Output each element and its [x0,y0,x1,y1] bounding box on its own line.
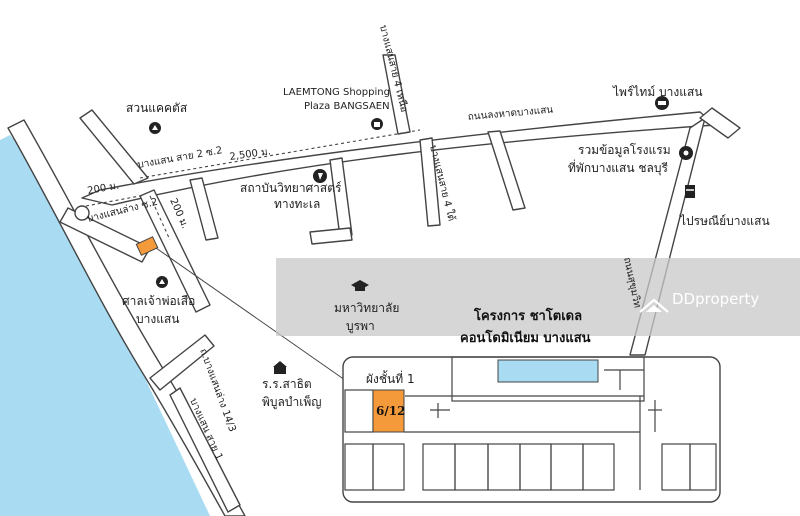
label-laemtong-2: Plaza BANGSAEN [304,101,390,112]
road-sai1 [169,387,241,513]
plan-room [372,443,405,491]
label-post-office: ไปรษณีย์บางแสน [679,214,770,228]
roundabout [74,205,90,221]
floor-plan-upper-block [451,356,645,402]
institute-icon [313,169,327,183]
road-200m-diagonal [139,189,211,313]
road-bangsaen-sai2-soi2 [79,109,149,185]
dash-2500 [139,129,421,179]
label-shrine-2: บางแสน [136,312,179,326]
road-side-1 [189,177,219,241]
label-laemtong-1: LAEMTONG Shopping [283,87,390,98]
plan-room [582,443,615,491]
watermark-logo-icon [639,298,669,313]
sea [0,135,210,516]
label-dist-200-a: 200 ม. [87,181,120,197]
road-sukhumvit-ne [699,107,741,139]
label-prime: ไพร์ไทม์ บางแสน [612,85,703,99]
car-icon [655,96,669,110]
floor-plan-title: ผังชั้นที่ 1 [366,370,415,386]
label-marine-2: ทางทะเล [274,197,320,211]
unit-number-label: 6/12 [376,404,405,418]
label-school-2: พิบูลบำเพ็ญ [262,394,321,410]
school-icon [273,361,287,374]
road-sai4-nuea [382,54,411,135]
label-shrine-1: ศาลเจ้าพ่อเสือ [122,294,195,308]
camera-icon [679,146,693,160]
label-project-1: โครงการ ชาโตเดล [473,307,582,324]
road-bangsaen-lang-14-3 [149,334,215,391]
pool [497,359,599,383]
road-univ [329,157,353,238]
label-hotel-1: รวมข้อมูลโรงแรม [578,143,671,158]
leader-line [155,247,346,381]
label-univ-1: มหาวิทยาลัย [334,301,399,315]
label-marine-1: สถาบันวิทยาศาสตร์ [240,181,342,195]
road-side-2 [487,130,526,211]
shrine-icon [156,276,168,288]
shopping-bag-icon [371,118,383,130]
watermark-text: DDproperty [672,290,759,308]
plan-room [689,443,717,491]
tree-icon [149,122,161,134]
graduation-cap-icon [351,280,369,291]
label-school-1: ร.ร.สาธิต [262,377,312,391]
post-box-icon [685,185,695,198]
road-univ-branch [309,227,353,245]
watermark-band [276,258,800,336]
unit-6-12 [372,389,405,433]
dash-200-b [149,195,171,241]
label-project-2: คอนโดมิเนียม บางแสน [460,329,591,346]
project-location-marker [135,236,159,256]
road-sai4-tai [419,137,441,227]
label-dist-2500: 2,500 ม. [229,146,272,163]
label-suan-khaek-dat: สวนแคคตัส [126,101,188,115]
label-bangsaen-sai2-soi2: บางแสน สาย 2 ซ.2 [137,145,224,171]
dash-200-a [85,194,146,207]
label-hotel-2: ที่พักบางแสน ชลบุรี [568,159,668,176]
label-thanon-long-hat: ถนนลงหาดบางแสน [467,105,553,123]
label-univ-2: บูรพา [346,319,375,334]
